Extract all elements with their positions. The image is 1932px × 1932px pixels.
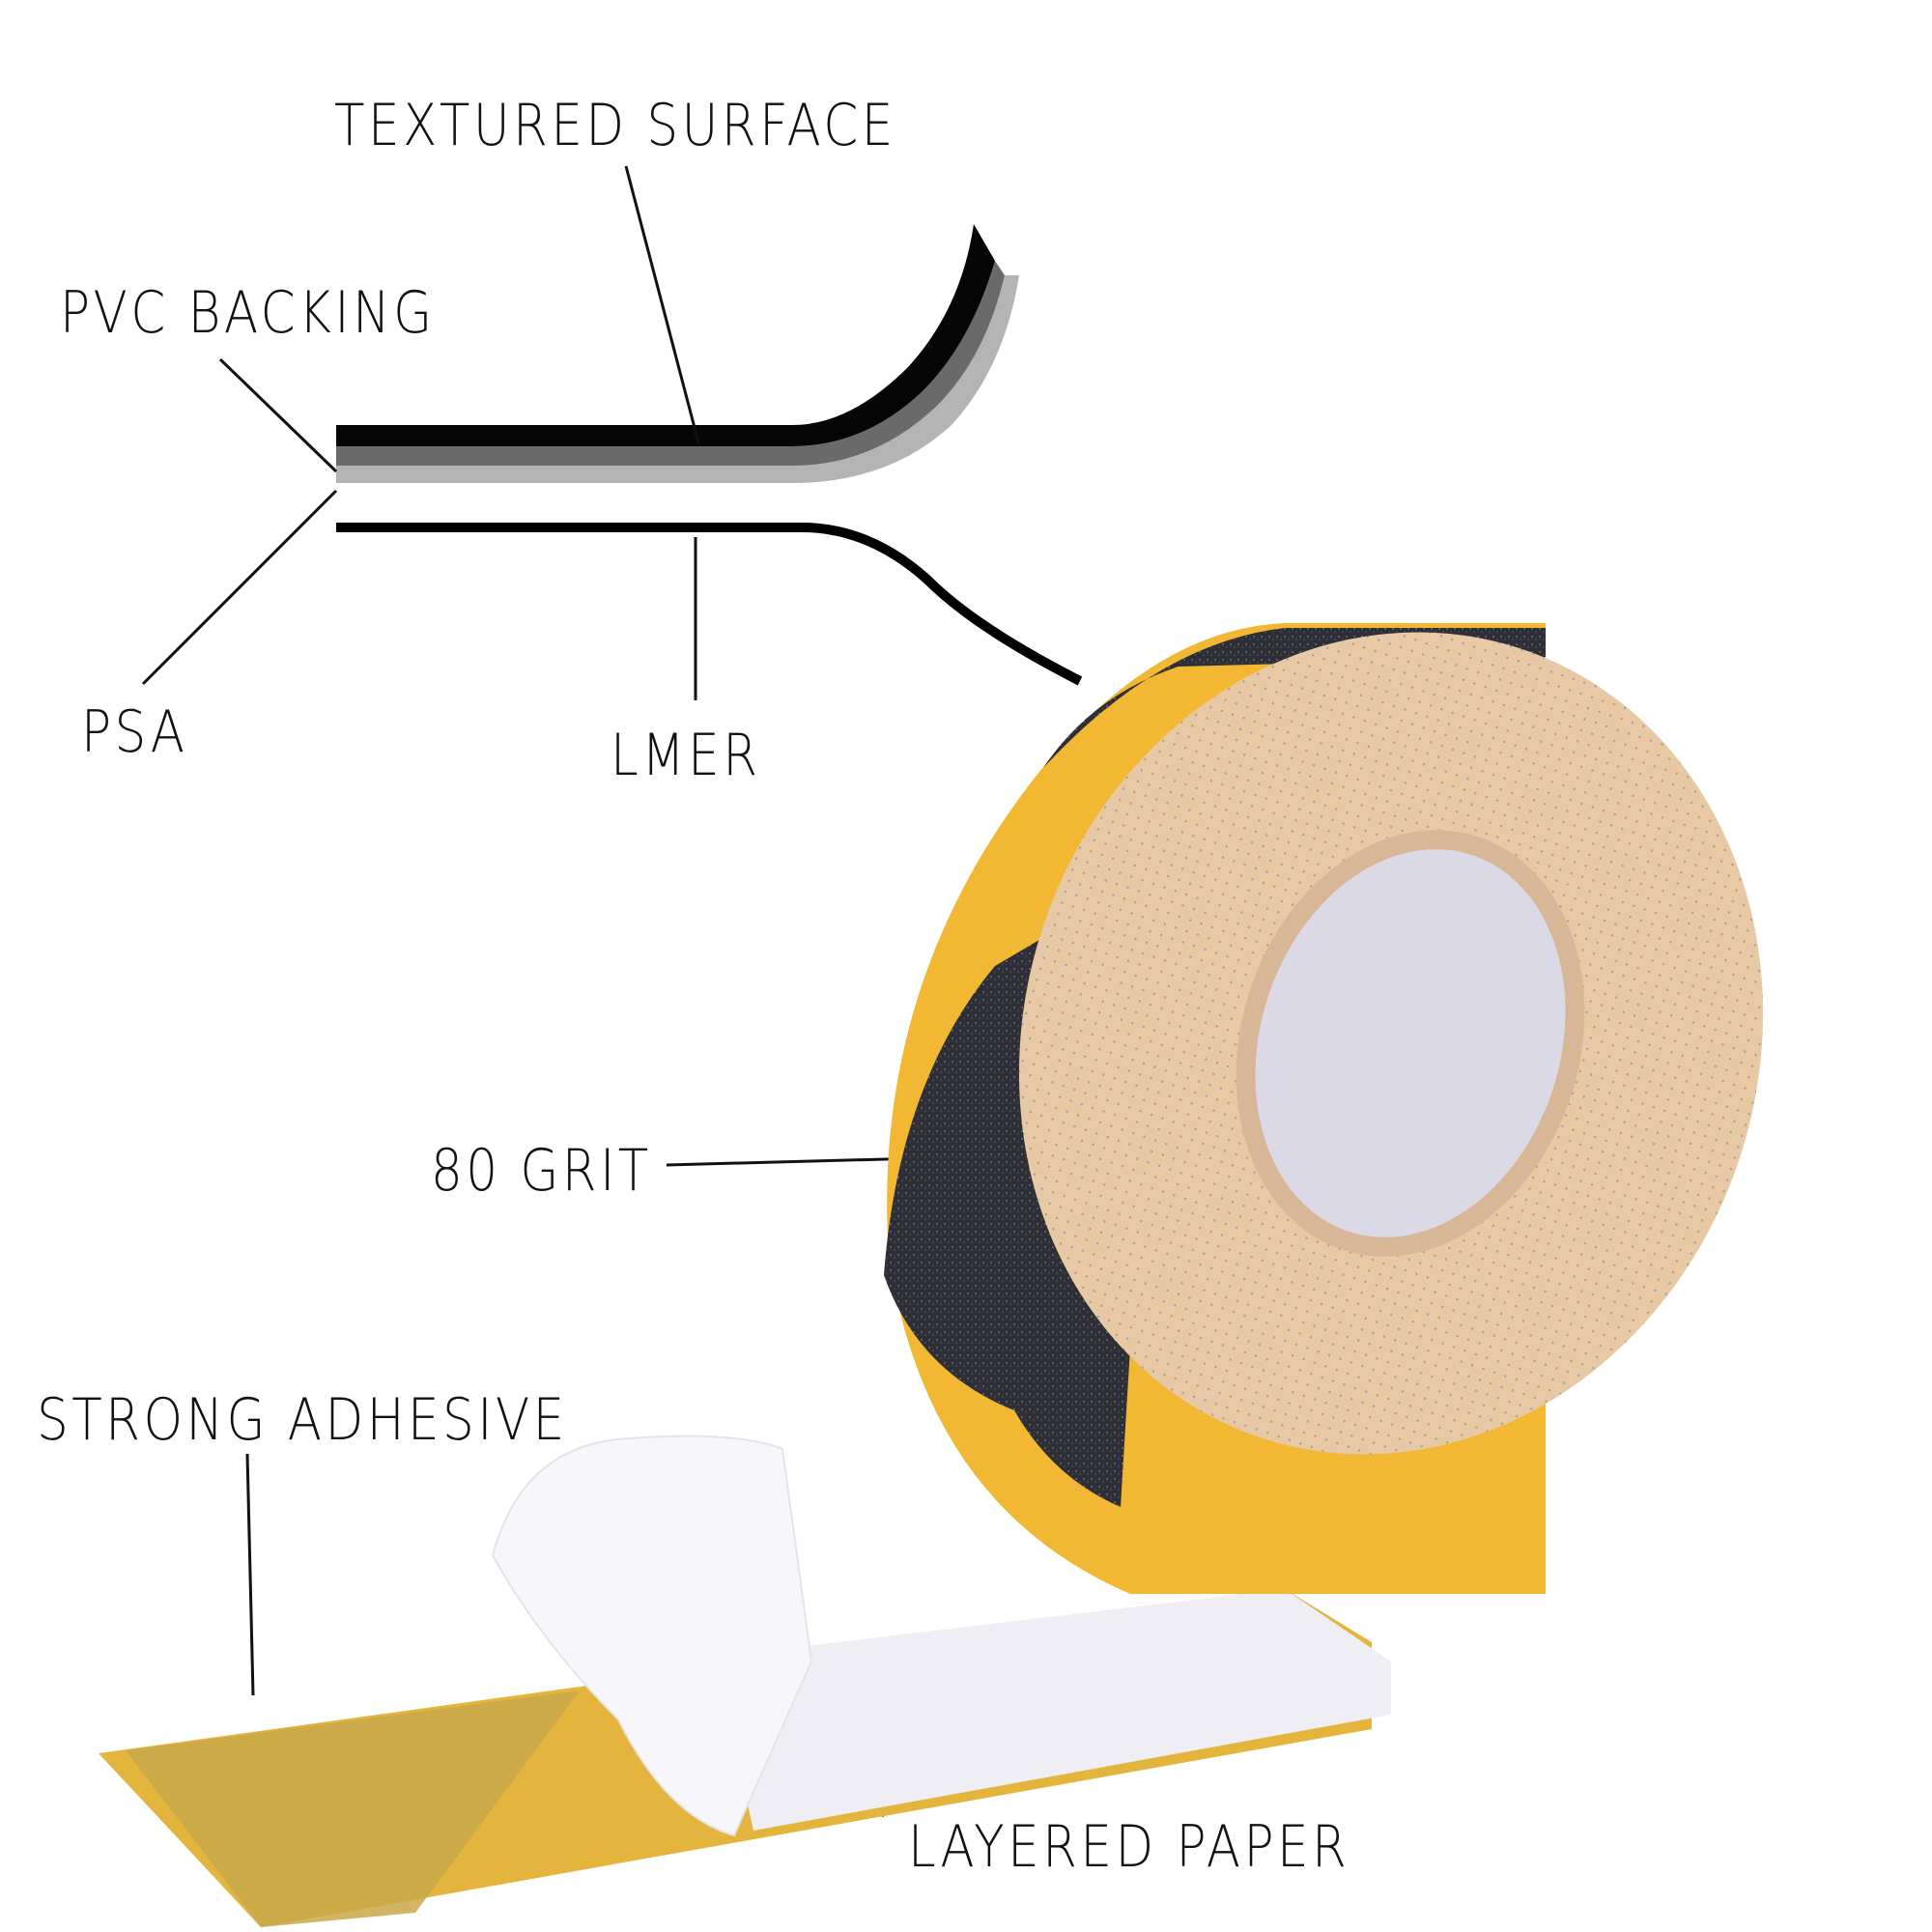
cross-section-illustration [336, 224, 1083, 686]
label-layered-paper: LAYERED PAPER [908, 1813, 1350, 1881]
liner-flat [715, 1589, 1391, 1831]
label-textured-surface: TEXTURED SURFACE [334, 92, 896, 159]
leader-strong-adhesive [245, 1453, 255, 1696]
leader-textured-surface [624, 165, 700, 443]
label-strong-adhesive: STRONG ADHESIVE [37, 1386, 568, 1454]
label-psa: PSA [81, 698, 188, 766]
leader-lines [141, 165, 957, 1818]
liner-curl [491, 1435, 813, 1837]
label-lmer: LMER [611, 722, 761, 789]
label-grit: 80 GRIT [431, 1137, 652, 1205]
adhesive-dark-band [126, 1690, 580, 1927]
lmer-liner-line [336, 523, 1083, 686]
unrolled-tape [99, 1435, 1391, 1927]
leader-pvc-backing [218, 357, 338, 473]
roll-core-hole [1255, 849, 1566, 1237]
tape-roll [884, 623, 1764, 1594]
leader-psa [141, 489, 338, 686]
label-pvc-backing: PVC BACKING [60, 279, 436, 347]
